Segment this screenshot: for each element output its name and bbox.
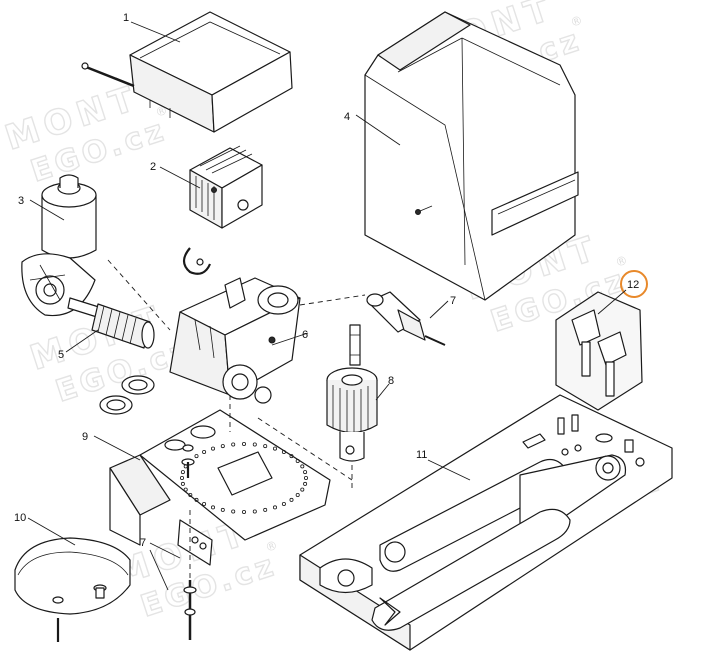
part-12-keys	[555, 291, 643, 411]
callout-12-highlight	[620, 270, 648, 298]
plate-hole	[231, 442, 236, 447]
plate-hole	[300, 464, 305, 469]
plate-hole	[281, 449, 286, 454]
plate-hole	[179, 475, 184, 480]
plate-hole	[300, 487, 305, 492]
plate-hole	[281, 501, 286, 506]
plate-hole	[241, 441, 246, 446]
part-7-release-cylinder	[366, 291, 446, 346]
bearing-rings	[99, 375, 155, 415]
callout-leaders	[27, 21, 627, 591]
callout-labels: 1 2 3 4 5 6 7 8 9 10 11 7 12	[14, 12, 639, 549]
assembly-lines	[107, 259, 366, 488]
plate-hole	[202, 449, 207, 454]
part-8-pinion-gear	[326, 367, 378, 462]
callout-8: 8	[388, 375, 394, 387]
plate-hole	[220, 444, 225, 449]
callout-1: 1	[123, 12, 129, 24]
plate-hole	[295, 492, 300, 497]
plate-hole	[295, 458, 300, 463]
part-4-housing	[364, 11, 579, 301]
callout-4: 4	[344, 111, 350, 123]
plate-hole	[289, 497, 294, 502]
plate-hole	[194, 497, 199, 502]
watermark-mark: ®	[569, 13, 585, 30]
plate-hole	[241, 509, 246, 514]
callout-10: 10	[14, 512, 26, 524]
callout-3: 3	[18, 195, 24, 207]
callout-7: 7	[450, 295, 456, 307]
callout-5: 5	[58, 349, 64, 361]
callout-9: 9	[82, 431, 88, 443]
plate-hole	[194, 454, 199, 459]
circlip	[182, 247, 212, 275]
hex-bit	[349, 324, 361, 366]
callout-12: 12	[627, 279, 639, 291]
plate-hole	[220, 507, 225, 512]
plate-hole	[289, 454, 294, 459]
plate-hole	[202, 501, 207, 506]
plate-hole	[263, 444, 268, 449]
part-7-anchor-bolts	[177, 510, 213, 640]
plate-hole	[180, 481, 185, 486]
part-6-gearbox	[169, 277, 301, 404]
plate-hole	[210, 446, 215, 451]
part-9-base-plate	[109, 409, 331, 546]
plate-hole	[183, 487, 188, 492]
plate-hole	[303, 470, 308, 475]
plate-hole	[180, 470, 185, 475]
plate-hole	[303, 481, 308, 486]
callout-7-lower: 7	[140, 537, 146, 549]
callout-2: 2	[150, 161, 156, 173]
plate-hole	[263, 507, 268, 512]
plate-hole	[272, 505, 277, 510]
plate-hole	[231, 509, 236, 514]
watermark-mark: ®	[614, 253, 630, 270]
plate-hole	[272, 446, 277, 451]
plate-hole	[188, 492, 193, 497]
plate-hole	[252, 509, 257, 514]
part-11-arm-assembly	[299, 394, 673, 651]
plate-hole	[252, 442, 257, 447]
part-1-cover-box	[129, 11, 293, 133]
part-3-motor	[21, 174, 97, 317]
plate-hole	[210, 505, 215, 510]
watermark-mark: ®	[264, 538, 280, 555]
plate-screw	[181, 444, 195, 478]
part-5-worm-shaft	[67, 297, 155, 349]
callout-6: 6	[302, 329, 308, 341]
long-screw	[81, 62, 135, 88]
part-2-transformer	[189, 145, 263, 229]
callout-11: 11	[416, 449, 427, 461]
part-10-cover-dome	[14, 537, 131, 642]
plate-hole	[303, 475, 308, 480]
